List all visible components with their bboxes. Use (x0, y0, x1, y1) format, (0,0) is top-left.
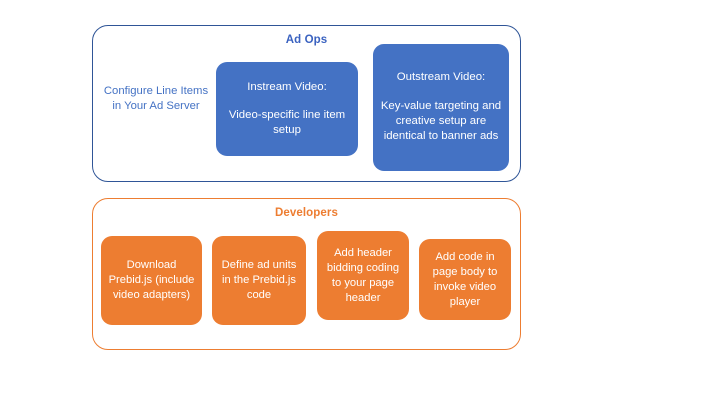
node-instream-video-body: Video-specific line item setup (228, 108, 346, 137)
node-download-prebid-body: Download Prebid.js (include video adapte… (108, 259, 195, 301)
node-define-ad-units: Define ad units in the Prebid.js code (212, 236, 306, 325)
node-configure-line-items: Configure Line Items in Your Ad Server (103, 84, 209, 112)
node-outstream-video-body: Key-value targeting and creative setup a… (380, 99, 502, 143)
group-title-ad-ops: Ad Ops (285, 34, 328, 46)
node-outstream-video: Outstream Video: Key-value targeting and… (373, 44, 509, 171)
node-define-ad-units-body: Define ad units in the Prebid.js code (221, 259, 297, 301)
node-header-bidding-code: Add header bidding coding to your page h… (317, 231, 409, 320)
node-page-body-code: Add code in page body to invoke video pl… (419, 239, 511, 320)
node-instream-video: Instream Video: Video-specific line item… (216, 62, 358, 156)
node-page-body-code-body: Add code in page body to invoke video pl… (432, 250, 498, 308)
group-title-developers: Developers (274, 207, 338, 219)
node-outstream-video-heading: Outstream Video: (396, 71, 486, 84)
node-instream-video-heading: Instream Video: (247, 80, 327, 93)
node-download-prebid: Download Prebid.js (include video adapte… (101, 236, 202, 325)
node-header-bidding-code-body: Add header bidding coding to your page h… (326, 246, 400, 304)
